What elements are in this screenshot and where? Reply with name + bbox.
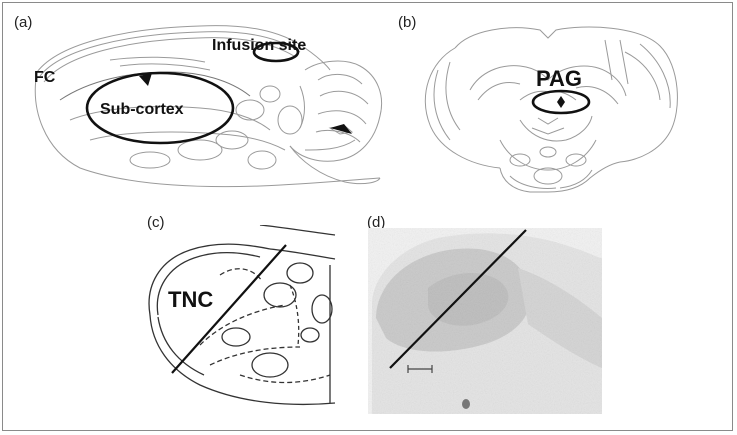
- pag-ellipse: [531, 89, 591, 115]
- pag-marker: [557, 96, 565, 108]
- infusion-site-label: Infusion site: [212, 37, 306, 54]
- infusion-marker: [330, 124, 352, 134]
- panel-d-micrograph: [368, 228, 602, 414]
- micrograph-grain: [368, 228, 602, 414]
- tissue-speck: [462, 399, 470, 409]
- fc-label: FC: [34, 69, 56, 86]
- pag-label: PAG: [536, 66, 582, 91]
- panel-a-label: (a): [14, 14, 33, 31]
- subcortex-ellipse: [85, 71, 235, 145]
- subcortex-label: Sub-cortex: [100, 101, 184, 118]
- cut-line-d: [389, 229, 527, 369]
- subcortex-arrow-marker: [139, 73, 152, 86]
- coronal-brain-outline: [424, 26, 678, 193]
- tnc-cut-line: [171, 244, 287, 374]
- panel-c-label: (c): [147, 214, 165, 231]
- panel-b-label: (b): [398, 14, 417, 31]
- tnc-outline: [148, 225, 336, 406]
- scale-bar: [407, 365, 433, 373]
- panel-d-label: (d): [367, 214, 386, 231]
- panel-c-tnc-diagram: TNC: [148, 225, 336, 406]
- tnc-label: TNC: [168, 287, 213, 312]
- panel-b-coronal-brain: PAG: [424, 26, 678, 193]
- panel-a-sagittal-brain: FC Sub-cortex Infusion site: [34, 25, 383, 188]
- infusion-site-ellipse: [252, 41, 300, 63]
